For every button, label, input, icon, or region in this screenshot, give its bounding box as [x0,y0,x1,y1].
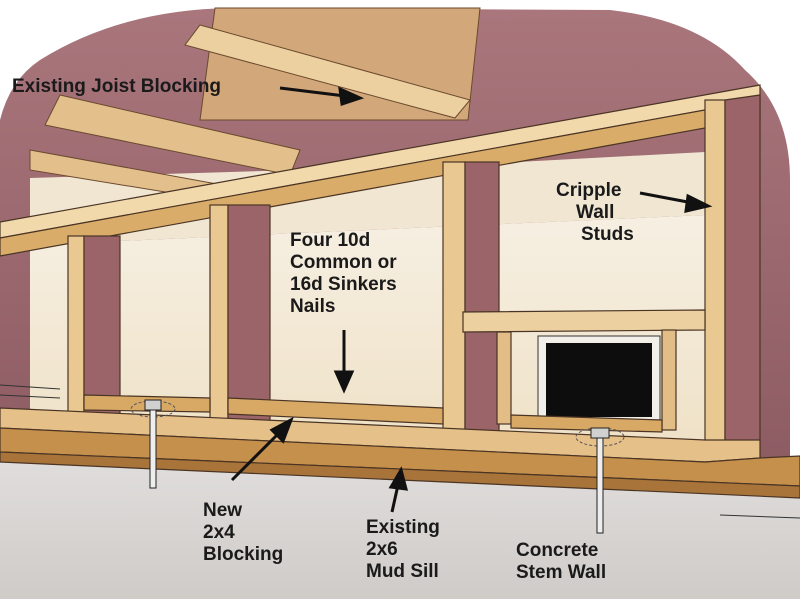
stem-wall-lines [0,384,800,519]
cripple-wall-studs [67,94,761,463]
label-existing-mud-sill: Existing 2x6 Mud Sill [366,517,440,582]
arrow-icon [333,330,355,394]
anchor-bolt-icon [130,399,176,489]
label-cripple-wall-studs: Cripple Wall Studs [556,180,634,245]
arrow-icon [639,191,713,213]
label-nails: Four 10d Common or 16d Sinkers Nails [290,230,397,317]
arrow-icon [279,86,365,106]
foundation-vent-icon [537,335,661,425]
label-existing-joist-blocking: Existing Joist Blocking [12,76,222,97]
vent-header [462,309,706,431]
arrow-icon [388,466,409,513]
existing-joist-blocking [184,24,471,119]
anchor-bolt-icon [575,427,625,534]
label-new-2x4-blocking: New 2x4 Blocking [203,500,284,565]
sheathing-wall [30,215,705,440]
arrow-icon [230,416,294,482]
label-concrete-stem-wall: Concrete Stem Wall [516,540,607,583]
